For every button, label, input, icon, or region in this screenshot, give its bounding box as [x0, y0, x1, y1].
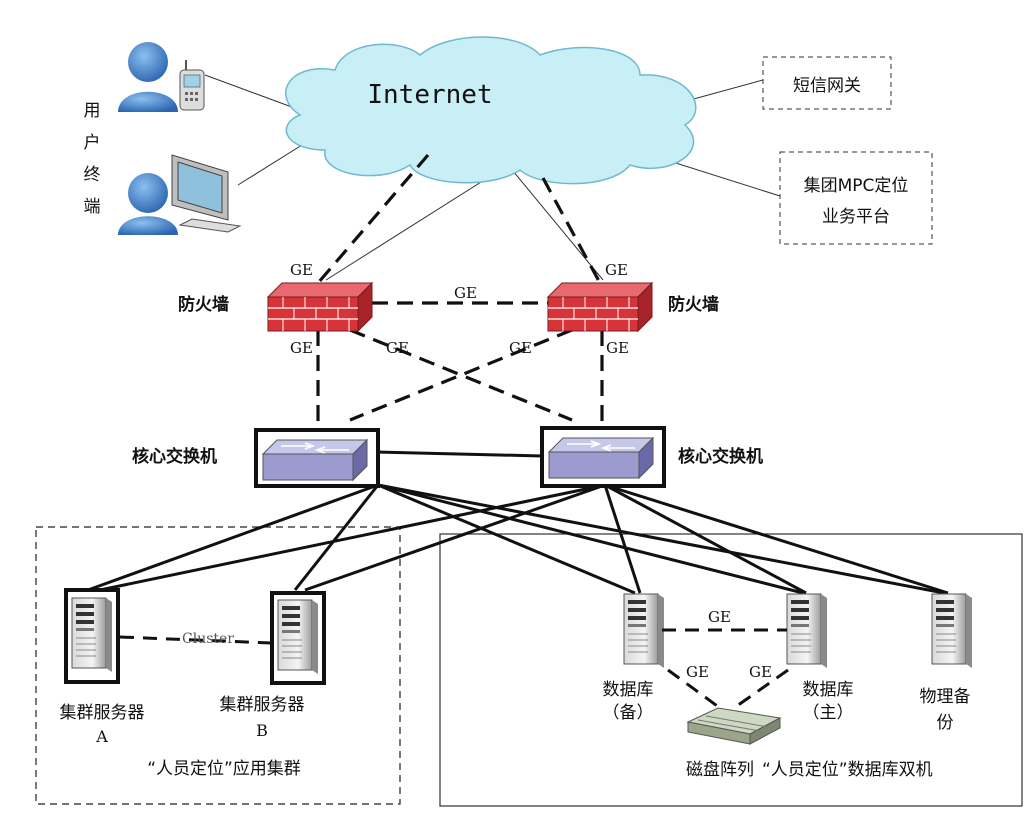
core-switch-right-label: 核心交换机 — [678, 446, 763, 467]
ge-label-fw-fw: GE — [454, 284, 477, 302]
internet-cloud — [285, 36, 697, 185]
link-internet-to-mpc-platform — [659, 157, 781, 197]
db-standby-label-line2: （备） — [603, 703, 654, 723]
sms-gateway-label: 短信网关 — [793, 76, 861, 96]
mpc-platform-label-line2: 业务平台 — [822, 207, 890, 227]
user-terminal-char-1: 用 — [84, 101, 101, 121]
db-primary-label-line2: （主） — [803, 703, 854, 723]
server-a-label-line1: 集群服务器 — [60, 703, 145, 723]
physical-backup-label-line1: 物理备 — [920, 687, 971, 707]
link-swright-serverb — [304, 483, 606, 592]
link-sw-sw — [377, 450, 543, 458]
link-swleft-serverb — [293, 484, 380, 591]
db-primary-icon — [786, 593, 828, 669]
ge-link-internet-fw-left — [316, 153, 430, 285]
server-a-icon — [71, 597, 113, 673]
firewall-right-label: 防火墙 — [668, 294, 719, 315]
server-b-label-line2: B — [256, 721, 268, 740]
app-cluster-title: “人员定位”应用集群 — [147, 759, 301, 779]
link-swright-backup — [604, 483, 949, 595]
ge-label-dbprimary-disk: GE — [749, 663, 772, 681]
db-standby-icon — [623, 593, 665, 669]
ge-link-fwright-swleft — [349, 328, 573, 422]
disk-array-icon — [686, 707, 782, 745]
link-internet-to-sms-gateway — [689, 79, 764, 101]
firewall-right-icon — [547, 282, 653, 332]
link-swright-dbstandby — [603, 484, 642, 594]
core-switch-left-label: 核心交换机 — [132, 446, 217, 467]
db-cluster-boundary — [439, 533, 1023, 807]
internet-label: Internet — [367, 80, 492, 110]
link-internet-to-firewall-right — [507, 164, 604, 281]
app-cluster-boundary — [35, 526, 401, 805]
db-primary-label-line1: 数据库 — [803, 680, 854, 700]
phone-user-icon — [118, 42, 205, 112]
core-switch-right-icon — [548, 437, 654, 479]
ge-label-fw-right-down: GE — [606, 339, 629, 357]
server-a-label-line2: A — [95, 727, 108, 746]
cluster-label: Cluster — [182, 631, 234, 647]
db-cluster-title: “人员定位”数据库双机 — [762, 760, 933, 780]
link-swleft-backup — [377, 483, 945, 595]
user-terminal-char-2: 户 — [84, 133, 101, 153]
ge-label-fw-left-top: GE — [290, 261, 313, 279]
link-swleft-dbstandby — [377, 483, 636, 595]
sms-gateway-box — [762, 56, 892, 110]
disk-array-label: 磁盘阵列 — [686, 760, 754, 780]
mpc-platform-label-line1: 集团MPC定位 — [804, 176, 909, 196]
link-swright-dbprimary — [604, 483, 807, 595]
ge-label-dbstandby-disk: GE — [686, 663, 709, 681]
link-swright-servera — [99, 483, 606, 592]
user-terminal-char-3: 终 — [84, 165, 101, 185]
ge-label-fw-left-cross: GE — [386, 339, 409, 357]
link-internet-to-firewall-left — [325, 164, 509, 281]
ge-link-dbstandby-disk — [667, 668, 721, 710]
firewall-left-label: 防火墙 — [178, 294, 229, 315]
ge-label-fw-right-cross: GE — [509, 339, 532, 357]
physical-backup-icon — [931, 593, 973, 669]
ge-label-fw-left-down: GE — [290, 339, 313, 357]
ge-link-dbprimary-disk — [733, 668, 789, 710]
pc-user-icon — [118, 154, 242, 235]
ge-link-internet-fw-right — [541, 177, 602, 284]
user-terminal-char-4: 端 — [84, 197, 101, 217]
firewall-left-icon — [267, 282, 373, 332]
db-standby-label-line1: 数据库 — [603, 680, 654, 700]
cluster-link — [119, 635, 273, 645]
ge-label-db-db: GE — [708, 608, 731, 626]
mpc-platform-box — [779, 151, 933, 245]
ge-label-fw-right-top: GE — [605, 261, 628, 279]
core-switch-left-icon — [262, 439, 368, 481]
physical-backup-label-line2: 份 — [937, 713, 954, 733]
link-swleft-dbprimary — [377, 483, 804, 595]
server-b-label-line1: 集群服务器 — [220, 695, 305, 715]
ge-link-fwleft-swright — [349, 328, 573, 422]
link-swleft-servera — [87, 483, 379, 592]
server-b-icon — [277, 599, 319, 675]
